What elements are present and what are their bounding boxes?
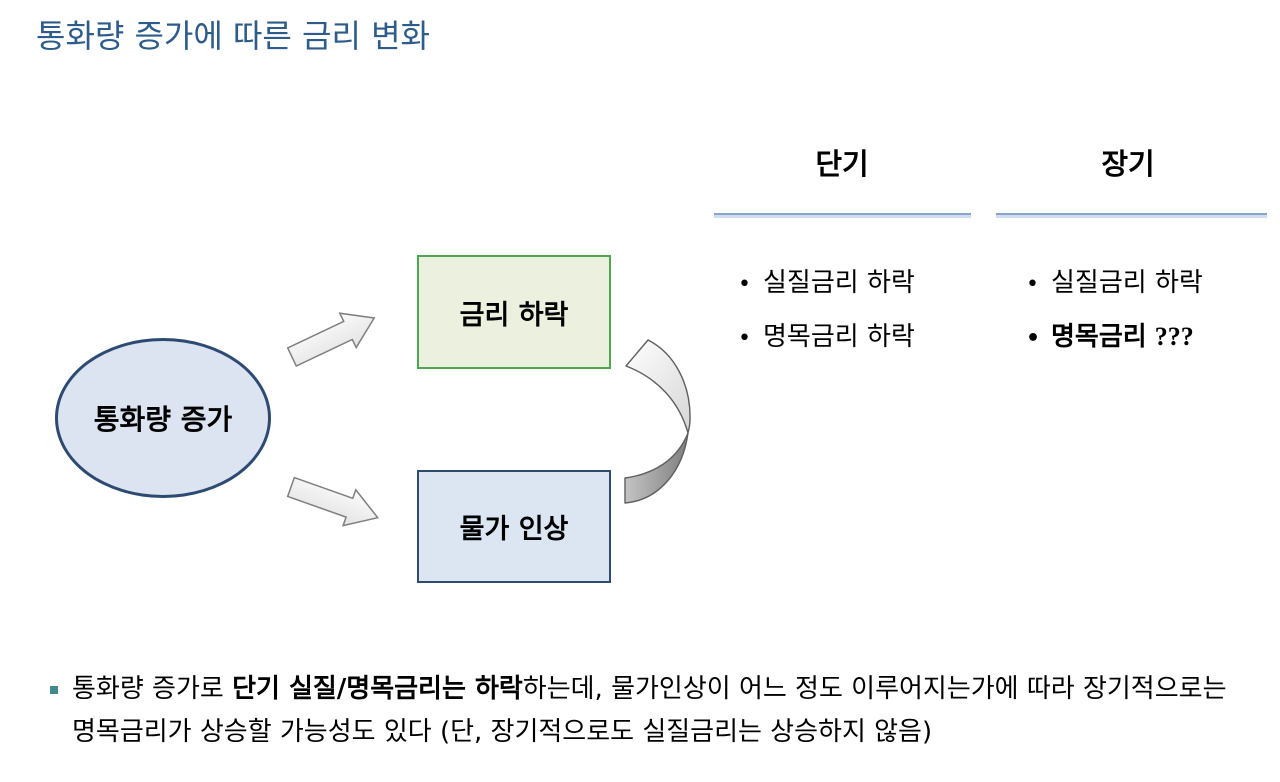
list-item: • 실질금리 하락 [738, 256, 915, 310]
short-term-header: 단기 [815, 147, 869, 181]
bullet-icon: • [738, 272, 751, 297]
list-item-text: 명목금리 하락 [763, 322, 915, 352]
curved-arrow-head [625, 339, 691, 434]
list-item: • 명목금리 하락 [738, 310, 915, 364]
money-supply-label: 통화량 증가 [93, 403, 233, 436]
long-term-list: • 실질금리 하락 • 명목금리 ??? [1026, 256, 1203, 364]
note-square-bullet-icon [50, 686, 58, 694]
list-item-emphasized: • 명목금리 ??? [1026, 310, 1203, 364]
feedback-curved-arrow [624, 339, 691, 504]
question-marks: ??? [1154, 322, 1194, 351]
long-term-header: 장기 [1101, 147, 1155, 181]
list-item-text: 실질금리 하락 [763, 268, 915, 298]
slide-title: 통화량 증가에 따른 금리 변화 [36, 17, 430, 55]
arrow-to-interest-drop [286, 312, 376, 368]
note-text-pre: 통화량 증가로 [72, 674, 233, 704]
price-rise-label: 물가 인상 [459, 514, 569, 545]
curved-arrow-tail [624, 432, 689, 504]
bullet-icon: • [738, 326, 751, 351]
long-term-divider [996, 213, 1267, 218]
interest-drop-label: 금리 하락 [459, 299, 569, 331]
list-item: • 실질금리 하락 [1026, 256, 1203, 310]
price-rise-node: 물가 인상 [417, 470, 611, 583]
summary-note: 통화량 증가로 단기 실질/명목금리는 하락하는데, 물가인상이 어느 정도 이… [72, 668, 1257, 754]
short-term-divider [714, 213, 971, 218]
arrow-to-price-rise [286, 476, 380, 527]
bullet-icon: • [1026, 272, 1039, 297]
short-term-list: • 실질금리 하락 • 명목금리 하락 [738, 256, 915, 364]
note-text-bold: 단기 실질/명목금리는 하락 [232, 674, 523, 704]
note-text-post: 하는데, 물가인상이 어느 정도 이루어지는가에 따라 장기적으로는 명목금리가… [72, 674, 1227, 747]
list-item-text: 명목금리 [1051, 322, 1147, 352]
interest-drop-node: 금리 하락 [417, 255, 611, 369]
money-supply-node: 통화량 증가 [55, 338, 271, 498]
list-item-text: 실질금리 하락 [1051, 268, 1203, 298]
bullet-icon: • [1026, 326, 1041, 351]
